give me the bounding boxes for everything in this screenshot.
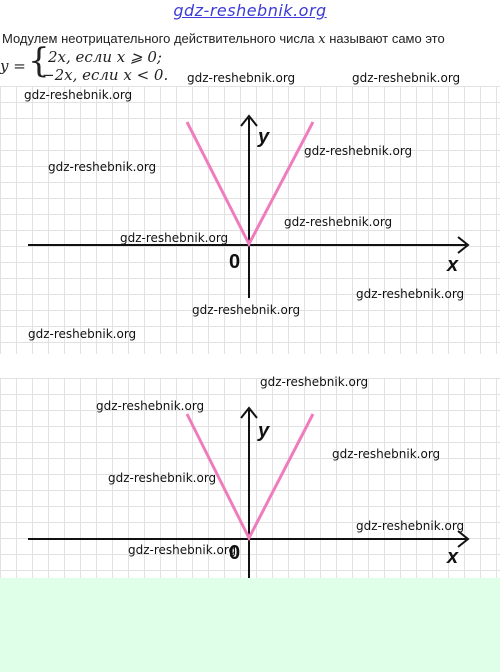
statement-text-before: Модулем неотрицательного действительного… — [2, 31, 319, 46]
y-axis — [240, 114, 258, 298]
y-axis-label: y — [258, 420, 270, 442]
watermark: gdz-reshebnik.org — [28, 327, 137, 341]
y-axis — [240, 406, 258, 578]
abs-function-curve — [185, 121, 315, 248]
formula-case-positive: 2x, если x ⩾ 0; — [48, 48, 162, 66]
y-axis-label: y — [258, 126, 270, 148]
site-link[interactable]: gdz-reshebnik.org — [173, 1, 327, 20]
origin-label: 0 — [229, 542, 241, 564]
formula-case-negative: −2x, если x < 0. — [42, 66, 169, 84]
watermark: gdz-reshebnik.org — [108, 471, 217, 485]
watermark: gdz-reshebnik.org — [356, 519, 465, 533]
watermark: gdz-reshebnik.org — [24, 88, 133, 102]
statement-variable: x — [318, 32, 326, 47]
watermark: gdz-reshebnik.org — [332, 447, 441, 461]
formula-brace: { — [28, 41, 50, 81]
graph-panel-2: y x 0 — [0, 378, 500, 578]
watermark: gdz-reshebnik.org — [187, 71, 296, 85]
statement-text-after: называют само это — [325, 31, 445, 46]
formula-lhs: y = — [0, 57, 26, 75]
x-axis-label: x — [447, 546, 459, 568]
watermark: gdz-reshebnik.org — [260, 375, 369, 389]
watermark: gdz-reshebnik.org — [284, 215, 393, 229]
watermark: gdz-reshebnik.org — [96, 399, 205, 413]
x-axis-label: x — [447, 254, 459, 276]
watermark: gdz-reshebnik.org — [356, 287, 465, 301]
origin-label: 0 — [229, 251, 241, 273]
graph-2-svg — [28, 406, 470, 578]
x-axis — [28, 236, 470, 254]
graph-panel-1: y x 0 — [0, 86, 500, 354]
watermark: gdz-reshebnik.org — [48, 160, 157, 174]
watermark: gdz-reshebnik.org — [128, 543, 237, 557]
definition-statement: Модулем неотрицательного действительного… — [2, 31, 445, 47]
abs-function-curve — [185, 413, 315, 542]
watermark: gdz-reshebnik.org — [120, 231, 229, 245]
watermark: gdz-reshebnik.org — [352, 71, 461, 85]
bottom-background-area — [0, 578, 500, 672]
watermark: gdz-reshebnik.org — [192, 303, 301, 317]
piecewise-formula: y = { 2x, если x ⩾ 0; −2x, если x < 0. — [0, 44, 240, 88]
x-axis — [28, 530, 470, 548]
watermark: gdz-reshebnik.org — [304, 144, 413, 158]
graph-1-svg — [28, 114, 470, 298]
